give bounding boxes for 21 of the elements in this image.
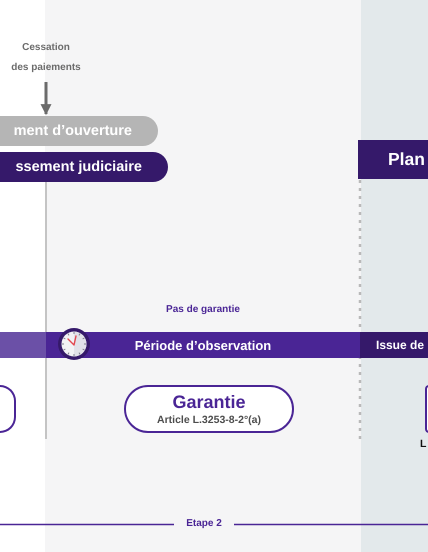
event-label: Cessation des paiements: [0, 38, 92, 78]
band-label: Période d’observation: [134, 338, 272, 352]
outcome-pill: [425, 385, 428, 433]
outcome-pill: [124, 385, 294, 433]
article-reference: Article L.3253-8-2°(a): [157, 412, 261, 426]
banner-title: Plan: [388, 149, 425, 170]
timeline-band: [360, 332, 428, 358]
phase-title: ssement judiciaire: [15, 159, 142, 175]
reference-text: L: [420, 437, 428, 451]
arrow: [40, 82, 52, 116]
coverage-note: Pas de garantie: [165, 303, 241, 317]
timeline-band: [46, 332, 360, 358]
timeline-band: [0, 332, 46, 358]
phase-title: ment d’ouverture: [14, 123, 132, 139]
band-label: Issue de: [376, 338, 424, 352]
outcome-title: Garantie: [172, 392, 246, 412]
phase-pill: [0, 116, 158, 146]
phase-pill: [0, 152, 168, 182]
outcome-pill: [0, 385, 16, 433]
stage-label: Etape 2: [185, 517, 223, 531]
plan-banner: [358, 140, 428, 179]
